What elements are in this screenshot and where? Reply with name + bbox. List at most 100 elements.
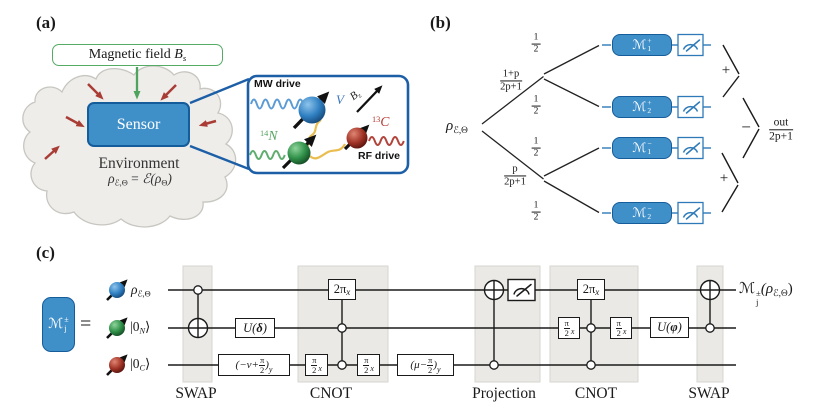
c13-label: 13C — [372, 114, 389, 129]
panel-a-tag: (a) — [36, 13, 56, 32]
sensor-box: Sensor — [87, 102, 190, 147]
rf-drive-label: RF drive — [358, 150, 401, 162]
minus-combine: − — [741, 117, 751, 137]
inset-connectors — [189, 77, 250, 171]
channel-box-1: ℳ+1 — [612, 34, 672, 56]
panel-b-tag: (b) — [430, 13, 451, 32]
section-label-swap-2: SWAP — [688, 385, 730, 402]
env-arrow-3 — [65, 115, 85, 128]
eq-equals: = — [131, 171, 139, 186]
meter-icon-1 — [677, 33, 704, 57]
wire-label-nitrogen: |0N⟩ — [130, 319, 151, 336]
input-rho-sub: ℰ,Θ — [453, 125, 468, 136]
input-state-label: ρℰ,Θ — [446, 118, 468, 136]
prob-upper-num: 1+p — [500, 68, 522, 82]
control-dots — [193, 285, 715, 370]
probability-tree — [481, 44, 600, 214]
env-arrow-5 — [44, 145, 60, 160]
section-label-cnot-1: CNOT — [309, 385, 353, 402]
channel-box-2: ℳ+2 — [612, 96, 672, 118]
cnot-target-swap2 — [699, 279, 721, 301]
c13-sphere — [346, 127, 368, 149]
sensor-qubit-sphere — [109, 282, 125, 298]
gate-u-delta: U(δ) — [235, 318, 275, 338]
env-arrow-4 — [198, 119, 217, 127]
circuit-stubs — [602, 44, 711, 214]
cnot-target-swap1 — [187, 317, 209, 339]
meter-icon-4 — [677, 201, 704, 225]
plus-upper: + — [721, 62, 731, 79]
meter-icon-2 — [677, 95, 704, 119]
panel-c-tag: (c) — [36, 243, 55, 262]
bz-arrow — [356, 85, 383, 113]
eq-close: ) — [167, 171, 172, 186]
mw-wave — [250, 98, 305, 110]
magnetic-field-box: Magnetic field Bs — [52, 44, 223, 66]
environment-equation: ρℰ,Θ = ℰ(ρΘ) — [108, 171, 172, 188]
channel-box-4: ℳ−2 — [612, 202, 672, 224]
section-label-swap-1: SWAP — [175, 385, 217, 402]
combiner-brackets — [721, 44, 760, 213]
n14-sup: 14 — [260, 129, 269, 139]
cnot-target-projection — [483, 279, 505, 301]
wire-label-sensor: ρℰ,Θ — [131, 282, 151, 299]
eq-map: ℰ(ρ — [142, 171, 162, 186]
input-rho: ρ — [446, 118, 454, 134]
prob-upper: 1+p 2p+1 — [500, 68, 522, 93]
coupling-wave-2 — [309, 143, 346, 160]
magnetic-field-sub: s — [182, 52, 187, 63]
output-num: out — [769, 116, 793, 131]
magnetic-field-var: B — [174, 47, 183, 62]
channel-box-3: ℳ−1 — [612, 137, 672, 159]
plus-lower: + — [719, 170, 729, 187]
nitrogen-qubit-sphere — [109, 320, 125, 336]
env-arrow-1 — [87, 83, 104, 100]
rf-wave-carbon — [368, 136, 405, 146]
equals-sign: = — [80, 313, 92, 335]
prob-lower-den: 2p+1 — [504, 176, 526, 188]
eq-rho: ρ — [108, 171, 115, 186]
environment-label: Environment — [98, 155, 180, 172]
carbon-qubit-sphere — [109, 357, 125, 373]
c13-sup: 13 — [372, 115, 381, 125]
channel-def-box: ℳ±j — [42, 297, 75, 352]
prob-lower-num: p — [504, 163, 526, 177]
output-den: 2p+1 — [769, 130, 793, 143]
c13-base: C — [380, 114, 390, 129]
output-fraction: out 2p+1 — [769, 116, 793, 143]
n14-base: N — [268, 128, 278, 143]
magnetic-field-label: Magnetic field — [88, 47, 171, 62]
mw-drive-label: MW drive — [254, 78, 301, 90]
rf-wave-nitrogen — [249, 150, 286, 160]
gate-u-phi: U(φ) — [650, 317, 689, 338]
n14-sphere — [287, 141, 311, 165]
meter-icon-3 — [677, 136, 704, 160]
wire-label-carbon: |0C⟩ — [130, 356, 151, 373]
prob-upper-den: 2p+1 — [500, 81, 522, 93]
prob-lower: p 2p+1 — [504, 163, 526, 188]
nv-sphere — [298, 96, 326, 124]
environment-arrows — [44, 83, 217, 160]
eq-rho-sub: ℰ,Θ — [114, 178, 128, 188]
circuit-output-label: ℳ±j(ρℰ,Θ) — [739, 281, 793, 308]
section-label-projection: Projection — [472, 385, 536, 402]
section-label-cnot-2: CNOT — [574, 385, 618, 402]
v-label: V — [336, 92, 344, 107]
n14-label: 14N — [260, 128, 277, 143]
env-arrow-2 — [160, 84, 177, 101]
sensor-label: Sensor — [116, 115, 161, 133]
eq-map-sub: Θ — [161, 178, 168, 188]
meter-icon-projection — [507, 278, 536, 302]
